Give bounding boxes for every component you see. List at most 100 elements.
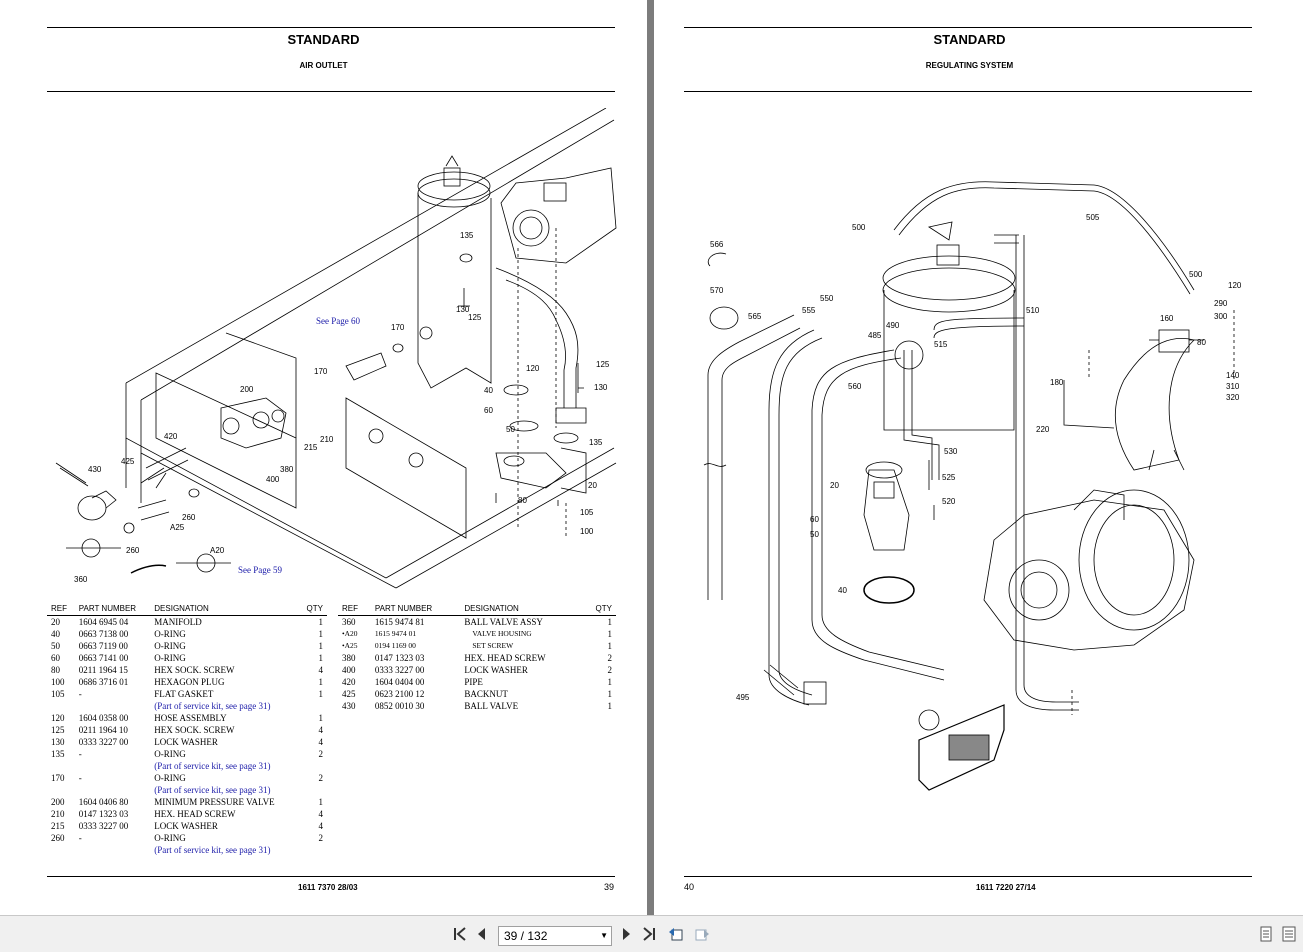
cell-ref: 430 [342,701,356,711]
cell-ref [47,700,75,712]
cell-des: FLAT GASKET [154,689,214,699]
right-page-title: STANDARD [933,32,1006,47]
cell-qty: 2 [607,665,613,675]
table-row: (Part of service kit, see page 31) [47,784,327,796]
cell-des: HEX SOCK. SCREW [154,665,235,675]
cell-part: 1604 0358 00 [78,713,129,723]
callout-530: 530 [944,447,958,456]
right-page: STANDARD REGULATING SYSTEM [654,0,1303,915]
cell-part: 1604 0406 80 [78,797,129,807]
cell-des: LOCK WASHER [464,665,528,675]
cell-des[interactable]: (Part of service kit, see page 31) [154,701,271,711]
callout-510: 510 [1026,306,1040,315]
callout-290: 290 [1214,299,1228,308]
next-page-icon[interactable] [618,926,634,942]
cell-ref: 80 [51,665,60,675]
footer-code: 1611 7220 27/14 [976,883,1036,892]
callout-100: 100 [580,527,594,536]
see-page-59-link[interactable]: See Page 59 [238,565,282,575]
callout-555: 555 [802,306,816,315]
cell-ref: 200 [51,797,65,807]
cell-ref: 100 [51,677,65,687]
cell-des: VALVE HOUSING [472,629,532,638]
cell-part: 1604 0404 00 [374,677,425,687]
go-back-icon[interactable] [668,926,684,942]
cell-part: 0211 1964 15 [78,665,128,675]
cell-qty: 2 [318,833,324,843]
left-page: STANDARD AIR OUTLET [0,0,647,915]
cell-des[interactable]: (Part of service kit, see page 31) [154,785,271,795]
footer-rule [47,876,615,877]
cell-ref: 425 [342,689,356,699]
callout-500-a: 500 [852,223,866,232]
cell-qty: 1 [607,641,613,651]
cell-qty [299,844,327,856]
cell-ref: 420 [342,677,356,687]
callout-310: 310 [1226,382,1240,391]
header-rule-top [684,27,1252,28]
table-row: (Part of service kit, see page 31) [47,700,327,712]
single-page-view-icon[interactable] [1258,926,1274,942]
callout-210: 210 [320,435,334,444]
last-page-icon[interactable] [641,926,657,942]
cell-des: HEXAGON PLUG [154,677,225,687]
cell-ref: 105 [51,689,65,699]
callout-60: 60 [810,515,819,524]
cell-qty: 4 [318,809,324,819]
callout-A25: A25 [170,523,185,532]
callout-420: 420 [164,432,178,441]
viewer-toolbar [0,915,1303,952]
first-page-icon[interactable] [452,926,468,942]
chevron-down-icon[interactable]: ▼ [600,931,608,940]
two-page-view-icon[interactable] [1281,926,1297,942]
table-row: (Part of service kit, see page 31) [47,760,327,772]
cell-qty: 1 [607,629,613,639]
callout-170-b: 170 [314,367,328,376]
previous-page-icon[interactable] [474,926,490,942]
callout-525: 525 [942,473,956,482]
cell-part: - [78,749,82,759]
go-forward-icon[interactable] [694,926,710,942]
cell-ref: 130 [51,737,65,747]
cell-ref: •A20 [342,629,358,638]
cell-qty: 1 [318,713,324,723]
callout-40: 40 [838,586,847,595]
callout-220: 220 [1036,425,1050,434]
cell-part [75,760,151,772]
callout-215: 215 [304,443,318,452]
callout-140: 140 [1226,371,1240,380]
cell-qty: 2 [607,653,613,663]
cell-part: 0852 0010 30 [374,701,425,711]
cell-des[interactable]: (Part of service kit, see page 31) [154,845,271,855]
callout-430: 430 [88,465,102,474]
cell-part: 0686 3716 01 [78,677,129,687]
callout-505: 505 [1086,213,1100,222]
table-row: (Part of service kit, see page 31) [47,844,327,856]
cell-qty: 4 [318,665,324,675]
footer-code: 1611 7370 28/03 [298,883,358,892]
callout-60: 60 [484,406,493,415]
see-page-60-link[interactable]: See Page 60 [316,316,360,326]
callout-565: 565 [748,312,762,321]
col-designation: DESIGNATION [460,604,583,616]
cell-ref: 60 [51,653,60,663]
callout-125: 125 [468,313,482,322]
page-number-input[interactable]: 39 / 132 ▼ [498,926,612,946]
cell-qty: 1 [318,677,324,687]
callout-80: 80 [518,496,527,505]
cell-part: 0663 7141 00 [78,653,129,663]
cell-qty: 1 [607,701,613,711]
callout-490: 490 [886,321,900,330]
cell-des[interactable]: (Part of service kit, see page 31) [154,761,271,771]
